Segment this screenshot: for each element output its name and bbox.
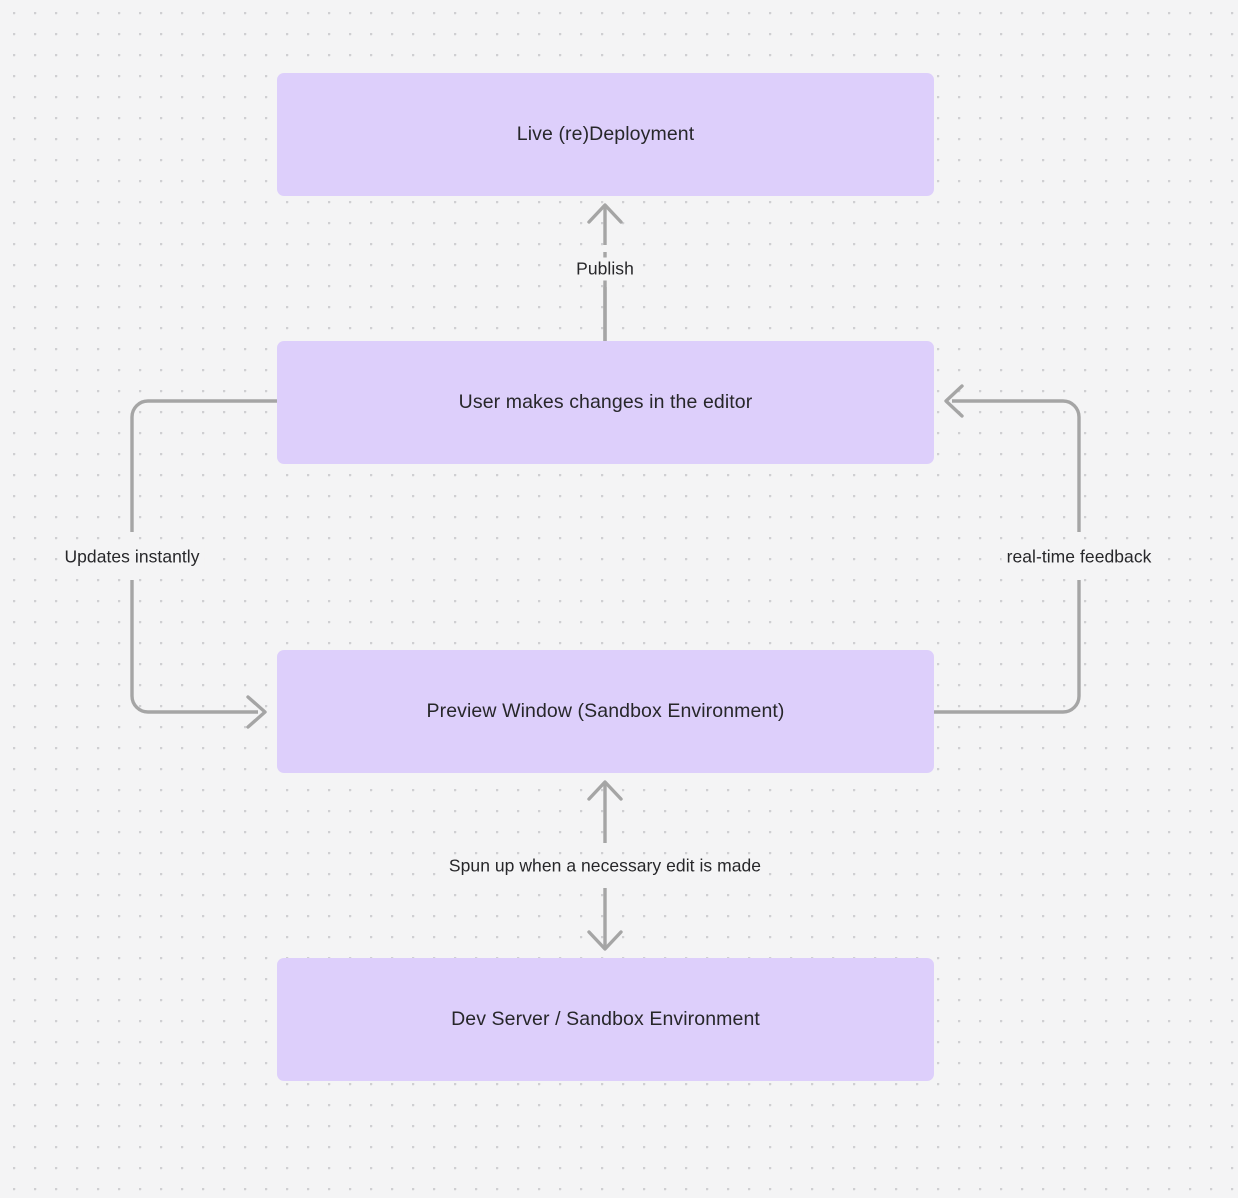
node-user-edits[interactable]: User makes changes in the editor <box>277 341 934 464</box>
node-preview-window[interactable]: Preview Window (Sandbox Environment) <box>277 650 934 773</box>
node-dev-server[interactable]: Dev Server / Sandbox Environment <box>277 958 934 1081</box>
node-user-edits-label: User makes changes in the editor <box>458 390 753 413</box>
node-preview-window-label: Preview Window (Sandbox Environment) <box>426 699 785 722</box>
node-live-deployment[interactable]: Live (re)Deployment <box>277 73 934 196</box>
edge-label-updates-instantly: Updates instantly <box>59 545 205 569</box>
edge-label-publish: Publish <box>571 257 639 281</box>
node-dev-server-label: Dev Server / Sandbox Environment <box>451 1007 760 1030</box>
node-live-deployment-label: Live (re)Deployment <box>516 122 695 145</box>
edge-label-spun-up: Spun up when a necessary edit is made <box>443 854 767 878</box>
edge-label-real-time-feedback: real-time feedback <box>1001 545 1157 569</box>
